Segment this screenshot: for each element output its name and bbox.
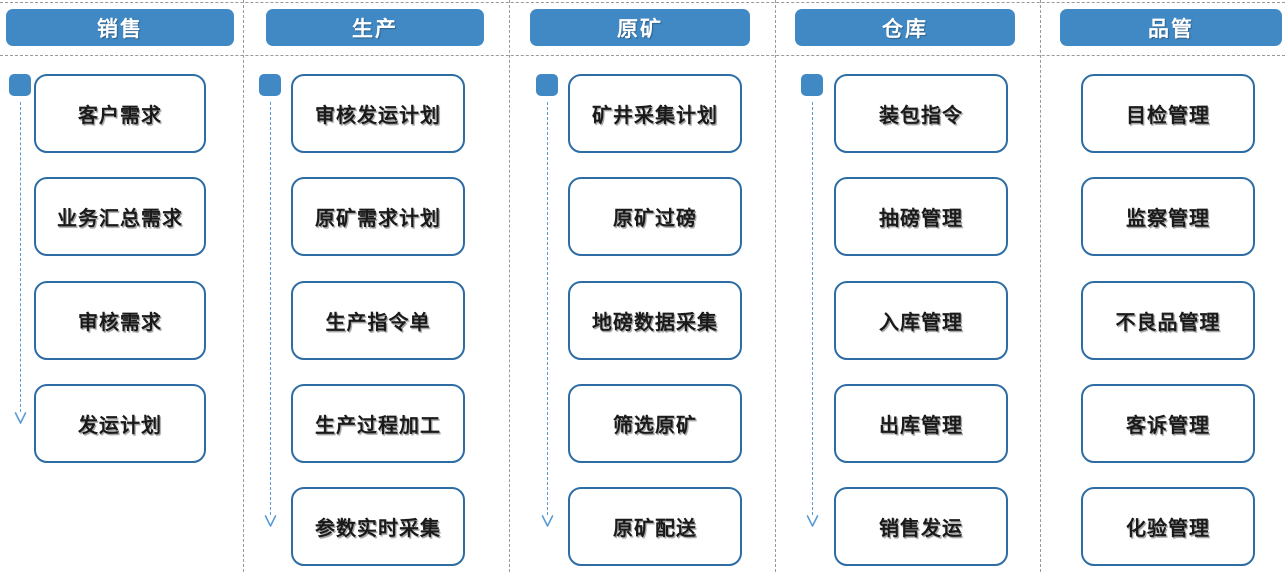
process-node[interactable]: 目检管理: [1081, 74, 1255, 153]
flow-arrowhead-icon: [14, 412, 27, 425]
lane-header-lane-production[interactable]: 生产: [266, 9, 484, 46]
process-node[interactable]: 出库管理: [834, 384, 1008, 463]
vertical-separator-3: [1040, 0, 1041, 572]
process-node[interactable]: 生产过程加工: [291, 384, 465, 463]
process-node[interactable]: 发运计划: [34, 384, 206, 463]
lane-quality: 品管目检管理监察管理不良品管理客诉管理化验管理: [1060, 0, 1282, 572]
horizontal-separator-0: [0, 2, 1285, 3]
process-node[interactable]: 审核需求: [34, 281, 206, 360]
process-node[interactable]: 矿井采集计划: [568, 74, 742, 153]
process-node[interactable]: 原矿配送: [568, 487, 742, 566]
process-node[interactable]: 参数实时采集: [291, 487, 465, 566]
process-node[interactable]: 不良品管理: [1081, 281, 1255, 360]
flow-start-marker-icon: [801, 74, 823, 96]
flow-arrowhead-icon: [264, 515, 277, 528]
flow-start-marker-icon: [9, 74, 31, 96]
process-node[interactable]: 筛选原矿: [568, 384, 742, 463]
process-node[interactable]: 销售发运: [834, 487, 1008, 566]
vertical-separator-1: [509, 0, 510, 572]
process-node[interactable]: 审核发运计划: [291, 74, 465, 153]
process-node[interactable]: 客诉管理: [1081, 384, 1255, 463]
process-node[interactable]: 入库管理: [834, 281, 1008, 360]
lane-production: 生产审核发运计划原矿需求计划生产指令单生产过程加工参数实时采集: [259, 0, 484, 572]
lane-sales: 销售客户需求业务汇总需求审核需求发运计划: [6, 0, 234, 572]
process-node[interactable]: 监察管理: [1081, 177, 1255, 256]
vertical-separator-2: [775, 0, 776, 572]
flow-line: [812, 102, 813, 515]
process-node[interactable]: 地磅数据采集: [568, 281, 742, 360]
process-node[interactable]: 原矿需求计划: [291, 177, 465, 256]
process-node[interactable]: 业务汇总需求: [34, 177, 206, 256]
process-node[interactable]: 化验管理: [1081, 487, 1255, 566]
flow-start-marker-icon: [536, 74, 558, 96]
process-node[interactable]: 客户需求: [34, 74, 206, 153]
process-node[interactable]: 生产指令单: [291, 281, 465, 360]
lane-header-lane-warehouse[interactable]: 仓库: [795, 9, 1015, 46]
flow-start-marker-icon: [259, 74, 281, 96]
process-node[interactable]: 装包指令: [834, 74, 1008, 153]
lane-warehouse: 仓库装包指令抽磅管理入库管理出库管理销售发运: [795, 0, 1015, 572]
flow-arrowhead-icon: [806, 515, 819, 528]
lane-header-lane-sales[interactable]: 销售: [6, 9, 234, 46]
process-node[interactable]: 原矿过磅: [568, 177, 742, 256]
lane-rawore: 原矿矿井采集计划原矿过磅地磅数据采集筛选原矿原矿配送: [530, 0, 750, 572]
horizontal-separator-1: [0, 55, 1285, 56]
lane-header-lane-rawore[interactable]: 原矿: [530, 9, 750, 46]
process-node[interactable]: 抽磅管理: [834, 177, 1008, 256]
flow-line: [547, 102, 548, 515]
flow-line: [20, 102, 21, 412]
flow-arrowhead-icon: [541, 515, 554, 528]
vertical-separator-0: [243, 0, 244, 572]
flow-line: [270, 102, 271, 515]
lane-header-lane-quality[interactable]: 品管: [1060, 9, 1282, 46]
